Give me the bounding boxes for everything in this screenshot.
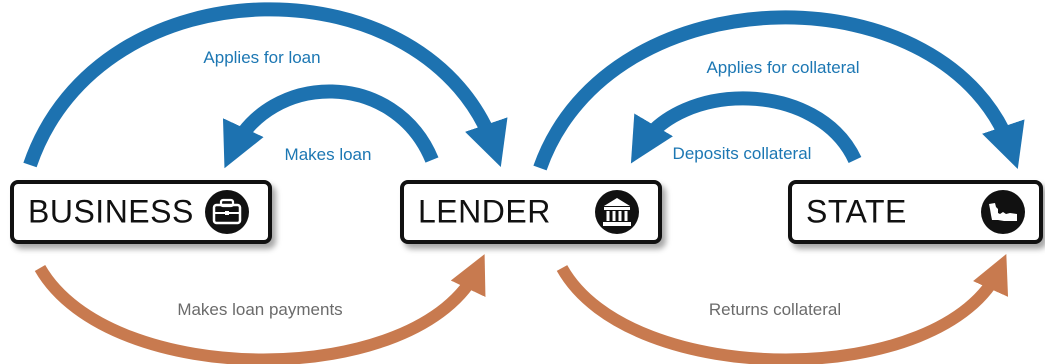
label-makes-loan-payments: Makes loan payments bbox=[177, 300, 343, 319]
arrow-applies-for-loan bbox=[23, 2, 508, 168]
label-returns-collateral: Returns collateral bbox=[708, 300, 842, 319]
label-applies-for-collateral: Applies for collateral bbox=[706, 58, 860, 77]
arrow-deposits-collateral bbox=[630, 91, 862, 164]
arrow-makes-loan-payments bbox=[34, 254, 486, 364]
label-makes-loan: Makes loan bbox=[284, 145, 372, 164]
bank-icon bbox=[595, 190, 639, 234]
arrow-makes-loan bbox=[223, 84, 439, 169]
state-map-icon bbox=[981, 190, 1025, 234]
business-label: BUSINESS bbox=[28, 193, 194, 230]
state-box: STATE bbox=[788, 180, 1043, 244]
state-label: STATE bbox=[806, 193, 907, 230]
arrow-returns-collateral bbox=[556, 254, 1008, 364]
label-deposits-collateral: Deposits collateral bbox=[672, 144, 812, 163]
lender-label: LENDER bbox=[418, 193, 551, 230]
arrow-applies-for-collateral bbox=[533, 10, 1025, 171]
briefcase-icon bbox=[205, 190, 249, 234]
lender-box: LENDER bbox=[400, 180, 662, 244]
business-box: BUSINESS bbox=[10, 180, 272, 244]
label-applies-for-loan: Applies for loan bbox=[203, 48, 321, 67]
